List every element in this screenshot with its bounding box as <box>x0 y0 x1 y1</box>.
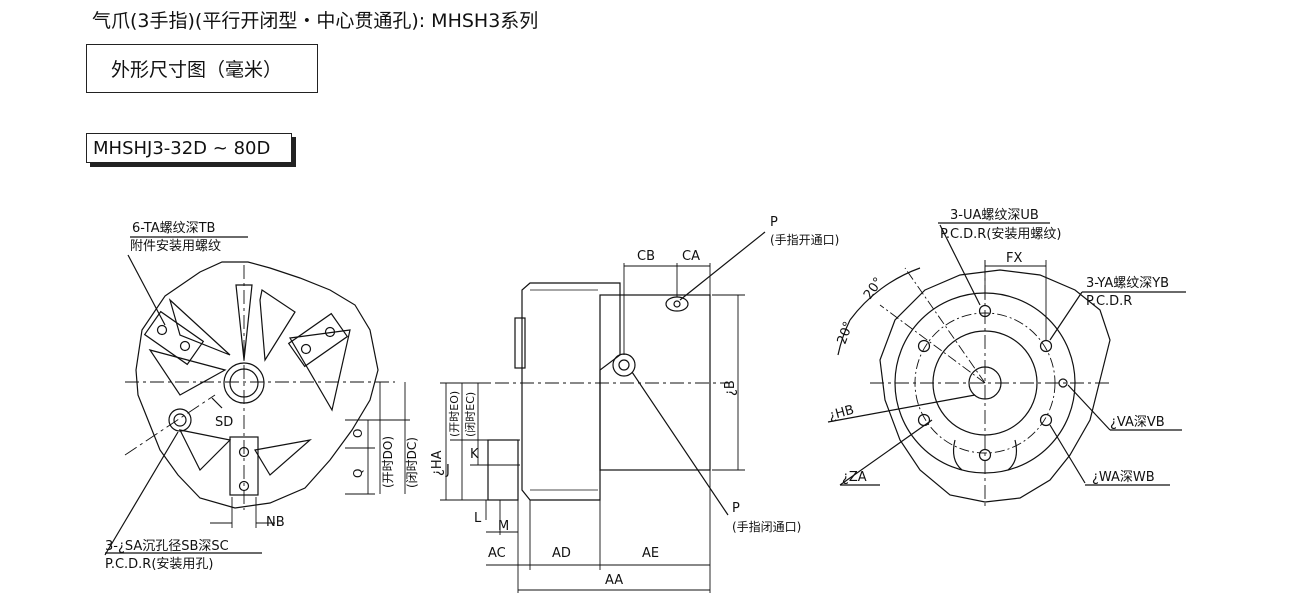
label-l: L <box>474 511 482 526</box>
finger-plate-right <box>287 312 349 368</box>
finger-left <box>148 349 227 396</box>
callout-ya-2: P.C.D.R <box>1086 294 1132 309</box>
label-p-top: P <box>770 215 778 230</box>
section-label: 外形尺寸图（毫米） <box>86 44 318 93</box>
side-finger <box>487 439 519 501</box>
label-sd: SD <box>215 415 233 430</box>
leader-va <box>1067 384 1111 431</box>
label-va: ¿VA深VB <box>1110 415 1165 430</box>
leader-hb <box>827 394 976 423</box>
label-p-bottom: P <box>732 501 740 516</box>
plate-hole <box>300 343 312 355</box>
rear-view <box>827 222 1186 510</box>
hole-ua <box>978 304 992 318</box>
label-angle-1: 20° <box>861 275 887 302</box>
rear-lug <box>1007 439 1018 471</box>
label-ha: ¿HA <box>430 450 445 476</box>
label-ae: AE <box>642 546 659 561</box>
callout-ta-1: 6-TA螺纹深TB <box>132 221 215 236</box>
label-za: ¿ZA <box>842 470 867 485</box>
callout-ua-1: 3-UA螺纹深UB <box>950 208 1039 223</box>
callout-ua-2: P.C.D.R(安装用螺纹) <box>940 227 1061 242</box>
label-aa: AA <box>605 573 623 588</box>
label-q: Q <box>351 469 365 478</box>
leader-p-top <box>679 231 766 301</box>
finger-plate-left <box>143 310 205 366</box>
label-do: (开时DO) <box>381 436 395 488</box>
angle-line <box>904 267 986 384</box>
angle-arc <box>849 267 921 321</box>
plate-hole <box>238 446 250 458</box>
label-angle-2: 20° <box>835 320 857 347</box>
label-ec: (闭时EC) <box>464 392 477 437</box>
label-cb: CB <box>637 249 655 264</box>
hole-va <box>978 448 992 462</box>
label-p-top-note: (手指开通口) <box>770 232 839 247</box>
side-flange <box>514 317 526 369</box>
front-center-bore-inner <box>229 368 259 398</box>
label-k: K <box>470 447 479 462</box>
label-j: J <box>445 463 450 478</box>
label-b: ¿B <box>723 380 738 396</box>
plate-hole <box>324 326 336 338</box>
rear-lug <box>952 439 963 471</box>
hole-va <box>1058 378 1068 388</box>
finger-bottom-right <box>254 439 313 476</box>
finger-right-slot <box>259 289 296 362</box>
label-ad: AD <box>552 546 571 561</box>
leader-ta <box>127 254 166 326</box>
label-m: M <box>498 519 509 534</box>
sd-mark <box>211 397 223 409</box>
angle-line <box>879 304 986 384</box>
finger-top <box>235 284 253 361</box>
finger-right <box>289 329 351 412</box>
leader-za <box>839 419 933 486</box>
plate-hole <box>156 324 168 336</box>
label-dc: (闭时DC) <box>405 437 419 488</box>
plate-hole <box>238 480 250 492</box>
plate-hole <box>179 340 191 352</box>
mounting-counterbore <box>168 408 192 432</box>
side-cylinder <box>599 294 711 471</box>
finger-bottom-left <box>178 429 232 472</box>
leader-ua <box>939 224 981 306</box>
callout-sa-2: P.C.D.R(安装用孔) <box>105 557 213 572</box>
front-centerline-diag <box>124 394 216 456</box>
callout-sa-1: 3-¿SA沉孔径SB深SC <box>105 539 229 554</box>
model-label: MHSHJ3-32D ~ 80D <box>86 133 292 163</box>
page-title: 气爪(3手指)(平行开闭型・中心贯通孔): MHSH3系列 <box>92 10 539 32</box>
label-o: O <box>351 429 365 438</box>
hole-wa <box>1039 413 1053 427</box>
hole-wa <box>917 413 931 427</box>
label-p-bottom-note: (手指闭通口) <box>732 519 801 534</box>
hole-ya <box>1039 339 1053 353</box>
side-view <box>440 231 766 593</box>
hole-ua <box>917 339 931 353</box>
label-eo: (开时EO) <box>448 391 461 437</box>
side-body <box>521 282 621 501</box>
label-wa: ¿WA深WB <box>1092 470 1155 485</box>
label-hb: ¿HB <box>827 403 856 424</box>
label-nb: NB <box>266 515 285 530</box>
finger-plate-bottom <box>229 436 259 496</box>
label-ac: AC <box>488 546 506 561</box>
front-view <box>104 236 410 556</box>
finger-left-slot <box>168 298 231 356</box>
callout-ta-2: 附件安装用螺纹 <box>130 239 221 254</box>
front-center-bore <box>223 362 265 404</box>
angle-arc <box>837 319 851 356</box>
mounting-hole <box>173 413 187 427</box>
leader-ya <box>1049 291 1083 341</box>
port-close <box>612 353 636 377</box>
port-open <box>665 296 689 312</box>
front-body-outline <box>135 261 379 509</box>
label-ca: CA <box>682 249 700 264</box>
leader-sa <box>104 431 179 556</box>
leader-p-bottom <box>631 371 729 516</box>
leader-wa <box>1049 424 1086 484</box>
callout-ya-1: 3-YA螺纹深YB <box>1086 276 1169 291</box>
label-fx: FX <box>1006 251 1022 266</box>
